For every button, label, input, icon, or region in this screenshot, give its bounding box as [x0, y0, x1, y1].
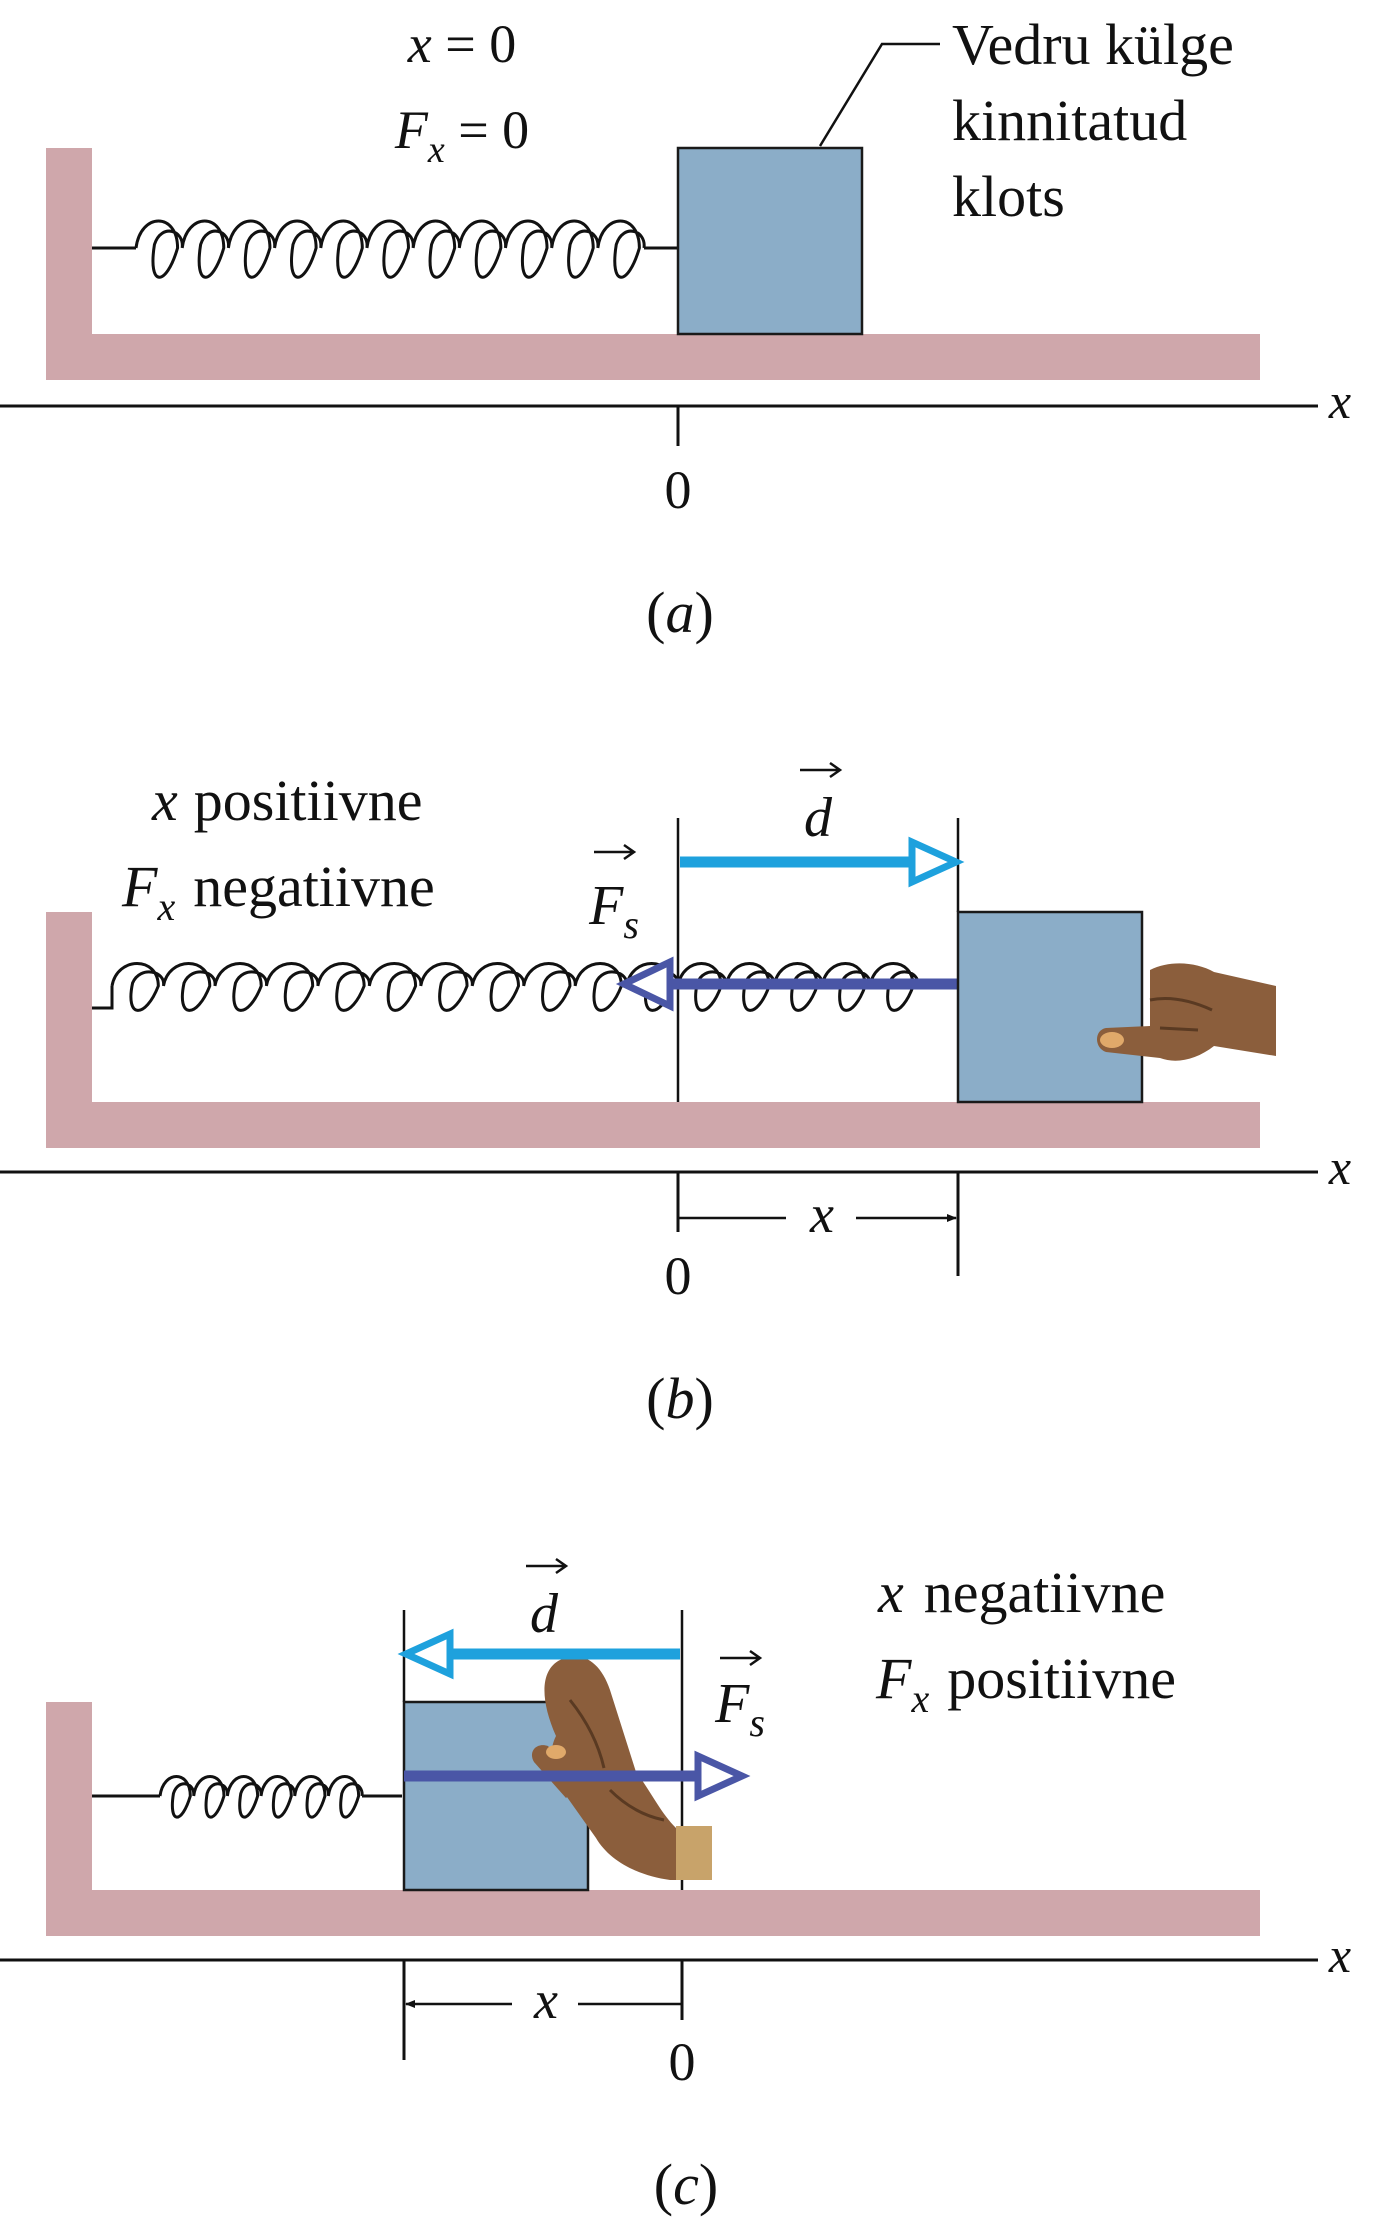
displacement-arrowhead-c [397, 1628, 454, 1680]
wall-floor-a [46, 148, 1260, 380]
axis-label-c: x [1328, 1927, 1351, 1983]
leader-line [818, 42, 940, 147]
displacement-vector-mark-b [800, 761, 843, 779]
wall-floor-b [46, 912, 1260, 1148]
origin-label-b: 0 [665, 1246, 692, 1306]
force-vector-mark-b [594, 843, 637, 861]
displacement-vector-mark-c [526, 1557, 569, 1575]
force-symbol-b: Fs [588, 875, 639, 947]
hand-pulling [1097, 963, 1276, 1061]
block-label: Vedru külge kinnitatud klots [952, 12, 1248, 229]
axis-label-b: x [1328, 1139, 1351, 1195]
eq-x-zero: x = 0 [407, 14, 516, 74]
wall-floor-c [46, 1702, 1260, 1936]
spring-c-coils [158, 1775, 364, 1819]
origin-label-c: 0 [669, 2032, 696, 2092]
hand-pushing [531, 1656, 712, 1880]
spring-b-coils-right [676, 962, 920, 1012]
block-a [676, 146, 864, 336]
caption-c: (c) [654, 2152, 718, 2217]
block-b [956, 910, 1144, 1104]
displacement-arrowhead-b [908, 836, 965, 888]
dimension-label-b: x [809, 1184, 834, 1244]
force-symbol-c: Fs [714, 1673, 765, 1745]
origin-label-a: 0 [665, 460, 692, 520]
spring-b-lead [92, 986, 114, 1010]
caption-a: (a) [646, 580, 714, 645]
axis-label-a: x [1328, 373, 1351, 429]
dimension-label-c: x [533, 1970, 558, 2030]
eq-force-zero: Fx = 0 [394, 100, 529, 171]
spring-b-coils-left [110, 962, 680, 1012]
spring-a-coils [134, 219, 646, 279]
displacement-symbol-c: d [530, 1583, 559, 1645]
force-arrowhead-b [615, 956, 674, 1012]
force-vector-mark-c [720, 1649, 763, 1667]
panel-a: x 0 x = 0 Fx = 0 Vedru külge kinnitatud … [0, 12, 1351, 645]
caption-b: (b) [646, 1366, 714, 1431]
force-arrowhead-c [694, 1750, 751, 1802]
displacement-symbol-b: d [804, 787, 833, 849]
